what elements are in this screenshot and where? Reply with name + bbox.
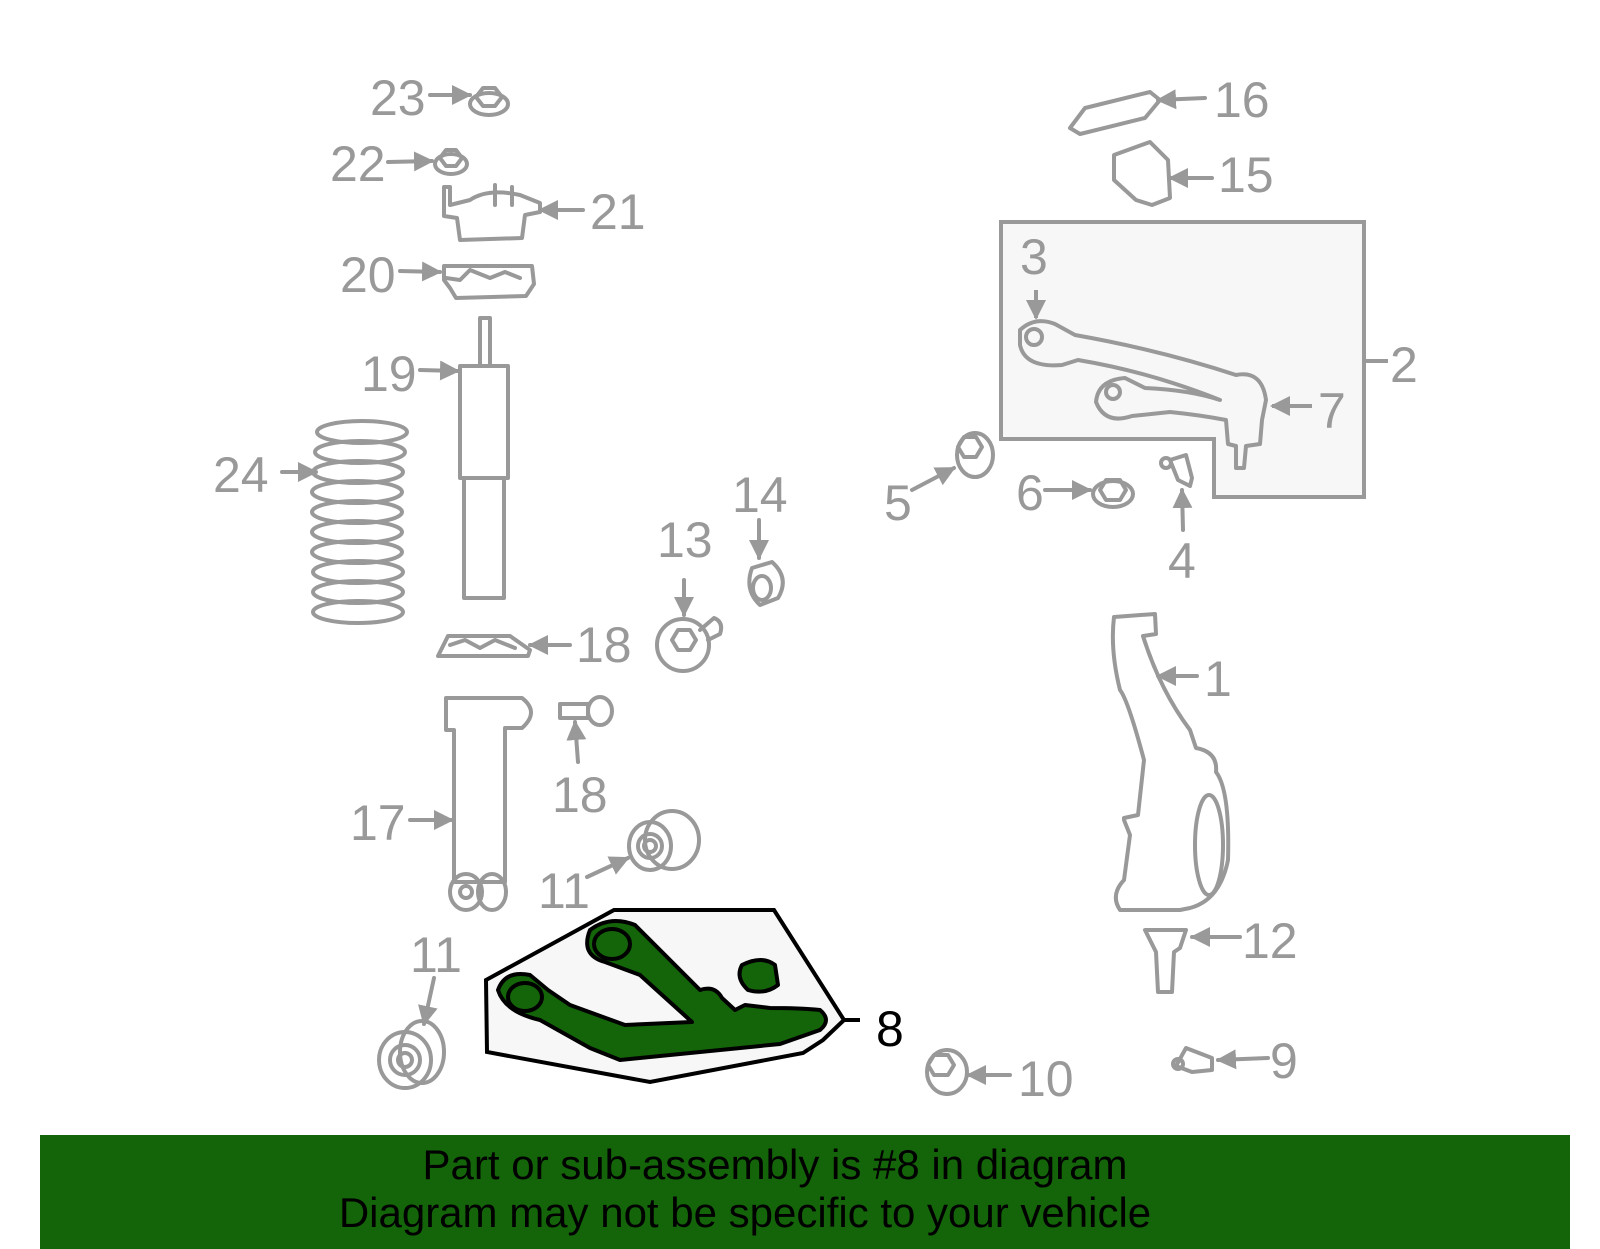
part-9-clip-icon[interactable]	[1171, 1046, 1214, 1074]
label-part-10: 10	[1018, 1051, 1074, 1107]
part-17-link-icon[interactable]	[444, 696, 533, 912]
label-part-5: 5	[884, 475, 912, 531]
label-part-11-upper: 11	[538, 863, 590, 919]
label-part-19: 19	[361, 346, 417, 402]
part-13-cam-bolt-icon[interactable]	[655, 616, 724, 673]
part-8-lower-control-arm-icon[interactable]	[483, 908, 860, 1085]
label-part-16: 16	[1214, 72, 1270, 128]
part-18-bolt-icon[interactable]	[558, 695, 614, 727]
part-23-nut-icon[interactable]	[468, 86, 510, 117]
label-part-3: 3	[1020, 229, 1048, 285]
part-18-lower-isolator-icon[interactable]	[436, 634, 532, 658]
part-6-nut-icon[interactable]	[1091, 478, 1135, 509]
part-10-nut-icon[interactable]	[925, 1048, 969, 1096]
label-part-12: 12	[1242, 913, 1298, 969]
part-1-steering-knuckle-icon[interactable]	[1110, 612, 1231, 912]
label-part-2: 2	[1390, 337, 1418, 393]
part-22-nut-icon[interactable]	[433, 148, 469, 176]
label-part-22: 22	[330, 136, 386, 192]
part-21-strut-mount-icon[interactable]	[442, 183, 542, 242]
info-banner: Part or sub-assembly is #8 in diagram Di…	[40, 1135, 1570, 1249]
part-15-bumper-icon[interactable]	[1112, 140, 1172, 207]
part-19-shock-absorber-icon[interactable]	[458, 316, 510, 600]
part-16-cap-icon[interactable]	[1068, 90, 1162, 136]
label-part-1: 1	[1204, 651, 1232, 707]
part-3-upper-control-arm-icon[interactable]	[1018, 319, 1268, 470]
part-14-nut-icon[interactable]	[747, 560, 785, 607]
part-4-bracket-icon[interactable]	[1159, 453, 1194, 488]
part-11-bushing-lower-icon[interactable]	[377, 1019, 446, 1090]
banner-vehicle-disclaimer: Diagram may not be specific to your vehi…	[338, 1189, 1152, 1236]
label-part-21: 21	[590, 184, 646, 240]
label-part-18-isolator: 18	[576, 617, 632, 673]
label-part-13: 13	[657, 512, 713, 568]
label-part-24: 24	[213, 447, 269, 503]
label-part-4: 4	[1168, 533, 1196, 589]
label-part-14: 14	[732, 467, 788, 523]
label-part-20: 20	[340, 247, 396, 303]
banner-part-notice: Part or sub-assembly is #8 in diagram	[422, 1141, 1128, 1188]
label-part-8: 8	[876, 1001, 904, 1057]
label-part-7: 7	[1318, 383, 1346, 439]
part-5-nut-icon[interactable]	[955, 431, 995, 479]
label-part-9: 9	[1270, 1033, 1298, 1089]
label-part-11-lower: 11	[410, 927, 462, 983]
part-2-upper-arm-assembly-box	[999, 220, 1388, 499]
label-part-15: 15	[1218, 147, 1274, 203]
part-24-coil-spring-icon[interactable]	[310, 419, 409, 625]
label-part-6: 6	[1016, 465, 1044, 521]
label-part-23: 23	[370, 70, 426, 126]
part-20-spring-isolator-icon[interactable]	[442, 264, 536, 300]
part-11-bushing-upper-icon[interactable]	[627, 809, 701, 872]
label-part-18-bolt: 18	[552, 767, 608, 823]
part-12-ball-joint-icon[interactable]	[1143, 928, 1188, 994]
label-part-17: 17	[350, 795, 406, 851]
